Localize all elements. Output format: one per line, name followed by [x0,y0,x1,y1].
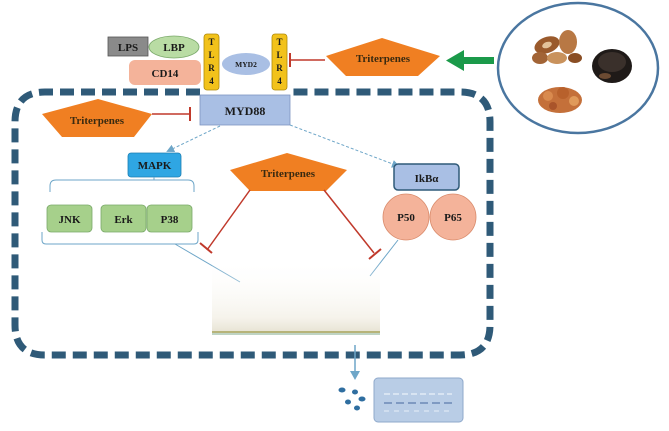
mapk-box[interactable]: MAPK [127,152,182,178]
lbp-label: LBP [163,42,185,54]
p50-circle[interactable]: P50 [382,193,430,241]
tlr4-left-l: L [208,50,214,60]
p65-circle[interactable]: P65 [429,193,477,241]
ground-fungus-icon [538,87,582,113]
source-arrow [446,50,494,71]
ganoderma-illustration [496,1,660,135]
tlr4-right: T L R 4 [271,33,288,91]
cell-membrane [11,88,494,359]
cd14-box: CD14 [129,60,201,85]
triterpenes-top[interactable]: Triterpenes [326,38,440,76]
cd14-label: CD14 [152,68,179,80]
arrow-to-mapk [166,125,221,153]
secretion-arrow [350,345,360,380]
p65-label: P65 [444,212,462,224]
tlr4-right-r: R [276,63,283,73]
inhibit-mapk-branch [199,189,251,254]
triterpenes-left[interactable]: Triterpenes [42,99,152,137]
ikba-box[interactable]: IkBα [393,163,460,191]
triterpenes-center[interactable]: Triterpenes [230,153,347,191]
cytokine-dots-icon [338,387,366,411]
tlr4-right-4: 4 [277,76,282,86]
tlr4-right-t: T [276,37,282,47]
p50-label: P50 [397,212,415,224]
inhibit-tlr4 [289,53,325,67]
inhibit-nfkb-branch [323,189,382,260]
erk-box[interactable]: Erk [100,204,147,233]
mushroom-slices-icon [532,30,582,64]
triterpenes-top-label: Triterpenes [356,53,411,65]
mapk-bracket [49,179,195,192]
gel-image [373,377,464,423]
myd88-box[interactable]: MYD88 [199,94,291,126]
tlr4-left-4: 4 [209,76,214,86]
nucleus-region [212,258,380,335]
triterpenes-left-label: Triterpenes [70,115,125,127]
ikba-label: IkBα [415,173,440,185]
tlr4-left: T L R 4 [203,33,220,91]
lps-box: LPS [107,36,149,57]
myd2-label: MYD2 [235,60,257,69]
p38-label: P38 [161,214,179,226]
inhibit-myd88 [152,107,191,121]
erk-label: Erk [114,214,133,226]
myd88-label: MYD88 [225,104,266,118]
jnk-label: JNK [59,214,81,226]
p38-box[interactable]: P38 [146,204,193,233]
mapk-group-frame [41,232,199,245]
tlr4-right-l: L [276,50,282,60]
lps-label: LPS [118,42,138,54]
tlr4-left-r: R [208,63,215,73]
triterpenes-center-label: Triterpenes [261,168,316,180]
myd2-ellipse: MYD2 [222,53,270,75]
reishi-cap-icon [592,49,632,83]
arrow-to-ikba [289,124,400,168]
lbp-ellipse: LBP [148,35,200,59]
mapk-label: MAPK [138,160,172,172]
jnk-box[interactable]: JNK [46,204,93,233]
tlr4-left-t: T [208,37,214,47]
